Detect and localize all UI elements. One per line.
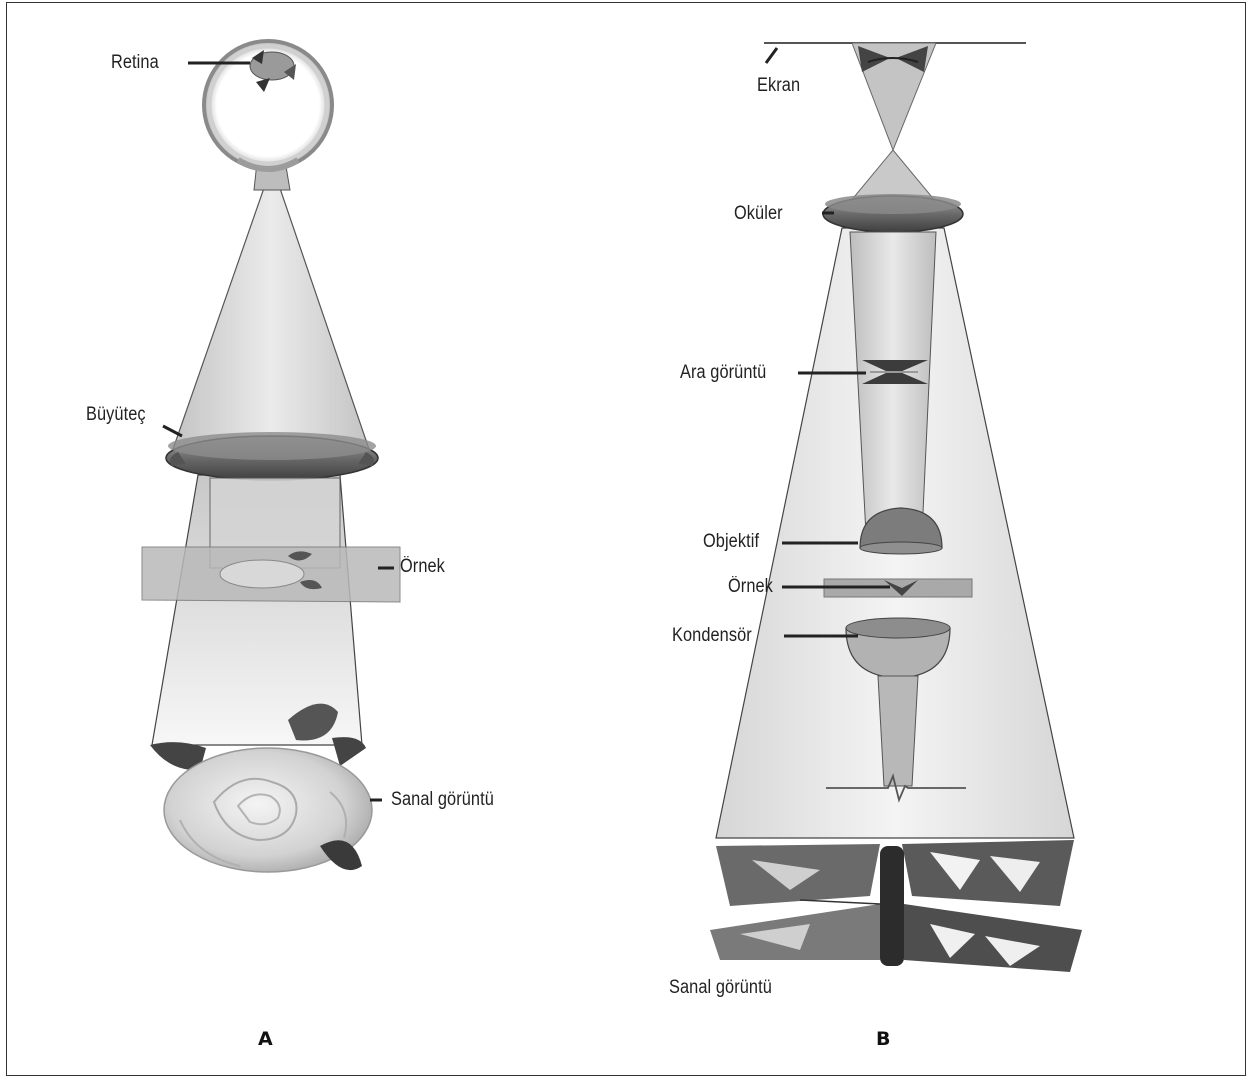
specimen-slide-a <box>142 547 400 602</box>
leader-screen <box>766 48 777 63</box>
label-specimen-a: Örnek <box>400 556 445 578</box>
panel-b-drawing <box>710 43 1082 972</box>
eyepiece-lens-icon <box>823 194 963 232</box>
label-magnifier: Büyüteç <box>86 404 146 426</box>
beam-cone-a <box>172 165 370 452</box>
virtual-image-butterfly-icon <box>710 840 1082 972</box>
magnifier-lens-icon <box>166 432 378 480</box>
label-objective: Objektif <box>703 531 759 553</box>
label-retina: Retina <box>111 52 159 74</box>
label-specimen-b: Örnek <box>728 576 773 598</box>
label-screen: Ekran <box>757 75 800 97</box>
label-eyepiece: Oküler <box>734 203 783 225</box>
eye-icon <box>204 41 332 169</box>
panel-letter-b: B <box>876 1028 890 1050</box>
label-condenser: Kondensör <box>672 625 752 647</box>
label-intermediate-image: Ara görüntü <box>680 362 766 384</box>
beam-light-b <box>878 676 918 786</box>
panel-letter-a: A <box>258 1028 273 1050</box>
label-virtual-image-a: Sanal görüntü <box>391 789 494 811</box>
panel-a-drawing <box>142 41 400 872</box>
label-virtual-image-b: Sanal görüntü <box>669 977 772 999</box>
